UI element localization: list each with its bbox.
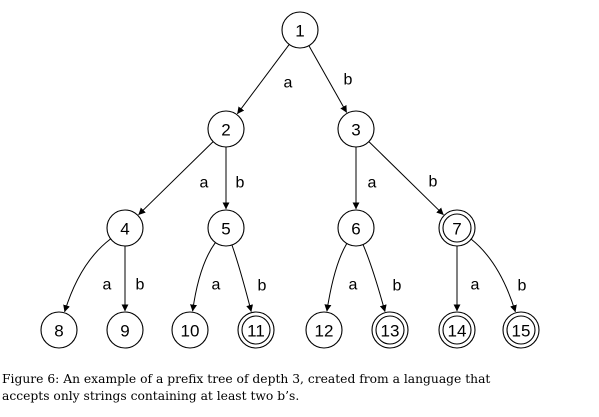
edge-label-5-10: a — [212, 277, 221, 294]
node-label-13: 13 — [381, 322, 400, 341]
node-label-11: 11 — [247, 322, 265, 341]
edge-7-15 — [470, 238, 517, 313]
node-9: 9 — [106, 311, 144, 349]
edge-label-7-14: a — [471, 277, 480, 294]
node-circle-12 — [305, 311, 343, 349]
node-label-12: 12 — [315, 322, 334, 341]
edge-6-12 — [324, 243, 348, 312]
node-label-1: 1 — [295, 22, 304, 41]
node-circle-2 — [207, 110, 245, 148]
edge-label-6-12: a — [349, 277, 358, 294]
edge-5-10 — [190, 242, 216, 312]
node-label-4: 4 — [120, 220, 129, 239]
node-label-2: 2 — [221, 121, 230, 140]
node-1: 1 — [281, 11, 319, 49]
node-circle-8 — [40, 311, 78, 349]
accepting-ring-7 — [442, 213, 472, 243]
node-14: 14 — [438, 311, 476, 349]
edge-3-7 — [368, 141, 444, 216]
node-circle-3 — [337, 110, 375, 148]
node-label-8: 8 — [54, 322, 63, 341]
node-label-9: 9 — [120, 322, 129, 341]
edge-label-3-7: b — [429, 174, 438, 191]
node-circle-5 — [207, 209, 245, 247]
accepting-ring-14 — [442, 315, 472, 345]
node-label-14: 14 — [448, 322, 467, 341]
node-7: 7 — [438, 209, 476, 247]
caption-line-2: accepts only strings containing at least… — [2, 389, 300, 403]
accepting-ring-13 — [375, 315, 405, 345]
node-4: 4 — [106, 209, 144, 247]
node-circle-6 — [337, 209, 375, 247]
node-label-15: 15 — [512, 322, 531, 341]
edge-label-2-5: b — [236, 175, 245, 192]
edge-label-5-11: b — [258, 278, 267, 295]
edge-1-3 — [308, 45, 348, 113]
edge-1-2 — [236, 44, 290, 115]
edges-layer: a b a b a b a b a b a b a b — [63, 44, 527, 313]
node-12: 12 — [305, 311, 343, 349]
edge-5-11 — [231, 244, 253, 312]
node-label-6: 6 — [351, 220, 360, 239]
node-2: 2 — [207, 110, 245, 148]
node-label-5: 5 — [221, 220, 230, 239]
edge-label-7-15: b — [518, 278, 527, 295]
node-11: 11 — [237, 311, 275, 349]
edge-label-1-3: b — [344, 72, 353, 89]
node-label-3: 3 — [351, 121, 360, 140]
node-13: 13 — [371, 311, 409, 349]
edge-6-13 — [362, 244, 387, 313]
node-circle-10 — [171, 311, 209, 349]
accepting-ring-15 — [506, 315, 536, 345]
node-circle-4 — [106, 209, 144, 247]
edge-label-3-6: a — [368, 175, 377, 192]
node-circle-1 — [281, 11, 319, 49]
node-label-7: 7 — [452, 220, 461, 239]
edge-label-2-4: a — [200, 175, 209, 192]
node-3: 3 — [337, 110, 375, 148]
edge-2-4 — [138, 141, 214, 216]
accepting-ring-11 — [241, 315, 271, 345]
node-5: 5 — [207, 209, 245, 247]
node-circle-9 — [106, 311, 144, 349]
node-8: 8 — [40, 311, 78, 349]
edge-label-4-8: a — [103, 277, 112, 294]
node-label-10: 10 — [181, 322, 200, 341]
node-15: 15 — [502, 311, 540, 349]
node-6: 6 — [337, 209, 375, 247]
edge-label-6-13: b — [393, 278, 402, 295]
edge-label-1-2: a — [284, 75, 293, 92]
node-10: 10 — [171, 311, 209, 349]
edge-4-8 — [63, 238, 111, 313]
caption-line-1: Figure 6: An example of a prefix tree of… — [2, 372, 491, 386]
figure-caption: Figure 6: An example of a prefix tree of… — [2, 371, 592, 405]
edge-label-4-9: b — [136, 277, 145, 294]
